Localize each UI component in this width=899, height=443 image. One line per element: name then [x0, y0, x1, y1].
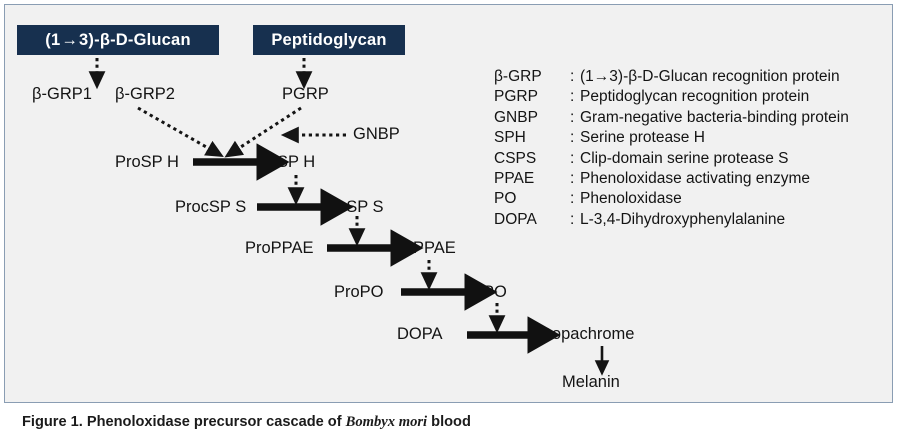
legend-definition: Peptidoglycan recognition protein [580, 88, 810, 106]
legend-row: PO : Phenoloxidase [494, 189, 884, 209]
legend-definition: Clip-domain serine protease S [580, 149, 789, 167]
legend-abbr: CSPS [494, 149, 537, 167]
figure-caption: Figure 1. Phenoloxidase precursor cascad… [22, 414, 882, 431]
node-dopachrome: Dopachrome [540, 325, 635, 343]
caption-species-name: Bombyx mori [345, 414, 428, 430]
node-proppae: ProPPAE [245, 239, 314, 257]
legend-abbr: DOPA [494, 210, 537, 228]
legend-row: β-GRP : (1→3)-β-D-Glucan recognition pro… [494, 67, 884, 87]
dotted-arrow-pgrp-to-sph-step [224, 106, 302, 158]
legend-definition: Phenoloxidase activating enzyme [580, 170, 811, 188]
legend-definition: (1→3)-β-D-Glucan recognition protein [580, 68, 840, 85]
legend-separator: : [570, 149, 575, 167]
node-prosph: ProSP H [115, 153, 179, 171]
legend-definition: Serine protease H [580, 129, 705, 147]
rightwards-arrow-icon: → [61, 30, 79, 49]
stimulus-label-glucan: (1→3)-β-D-Glucan [45, 30, 191, 49]
legend-row: SPH : Serine protease H [494, 128, 884, 148]
legend-row: PGRP : Peptidoglycan recognition protein [494, 87, 884, 107]
stimulus-box-glucan: (1→3)-β-D-Glucan [17, 25, 219, 55]
legend-separator: : [570, 190, 575, 208]
legend-separator: : [570, 170, 575, 188]
node-propo: ProPO [334, 283, 384, 301]
legend-separator: : [570, 68, 575, 85]
legend-separator: : [570, 88, 575, 106]
legend-row: GNBP : Gram-negative bacteria-binding pr… [494, 108, 884, 128]
dotted-arrow-bgrp2-to-sph-step [137, 106, 224, 158]
caption-suffix: blood [431, 414, 471, 430]
node-procsps: ProcSP S [175, 198, 247, 216]
node-gnbp: GNBP [353, 125, 400, 143]
legend-row: DOPA : L-3,4-Dihydroxyphenylalanine [494, 210, 884, 230]
cascade-arrows [88, 58, 610, 376]
node-dopa: DOPA [397, 325, 443, 343]
node-melanin: Melanin [562, 373, 620, 391]
legend-row: CSPS : Clip-domain serine protease S [494, 149, 884, 169]
node-pgrp: PGRP [282, 85, 329, 103]
legend-separator: : [570, 210, 575, 228]
node-bgrp2: β-GRP2 [115, 85, 175, 103]
legend-definition: Gram-negative bacteria-binding protein [580, 108, 849, 126]
stimulus-label-peptidoglycan: Peptidoglycan [271, 30, 387, 49]
stimulus-box-peptidoglycan: Peptidoglycan [253, 25, 405, 55]
figure-panel: (1→3)-β-D-Glucan Peptidoglycan β-GRP1 β-… [4, 4, 893, 403]
legend-abbr: GNBP [494, 108, 538, 126]
abbreviation-legend: β-GRP : (1→3)-β-D-Glucan recognition pro… [494, 67, 884, 230]
legend-definition: Phenoloxidase [580, 190, 682, 208]
legend-abbr: PPAE [494, 170, 535, 188]
legend-row: PPAE : Phenoloxidase activating enzyme [494, 169, 884, 189]
legend-definition: L-3,4-Dihydroxyphenylalanine [580, 210, 786, 228]
legend-abbr: PO [494, 190, 517, 208]
caption-prefix: Figure 1. Phenoloxidase precursor cascad… [22, 414, 342, 430]
node-ppae: PPAE [413, 239, 456, 257]
legend-separator: : [570, 129, 575, 147]
node-bgrp1: β-GRP1 [32, 85, 92, 103]
legend-abbr: SPH [494, 129, 526, 147]
legend-abbr: β-GRP [494, 68, 542, 85]
legend-abbr: PGRP [494, 88, 538, 106]
legend-separator: : [570, 108, 575, 126]
